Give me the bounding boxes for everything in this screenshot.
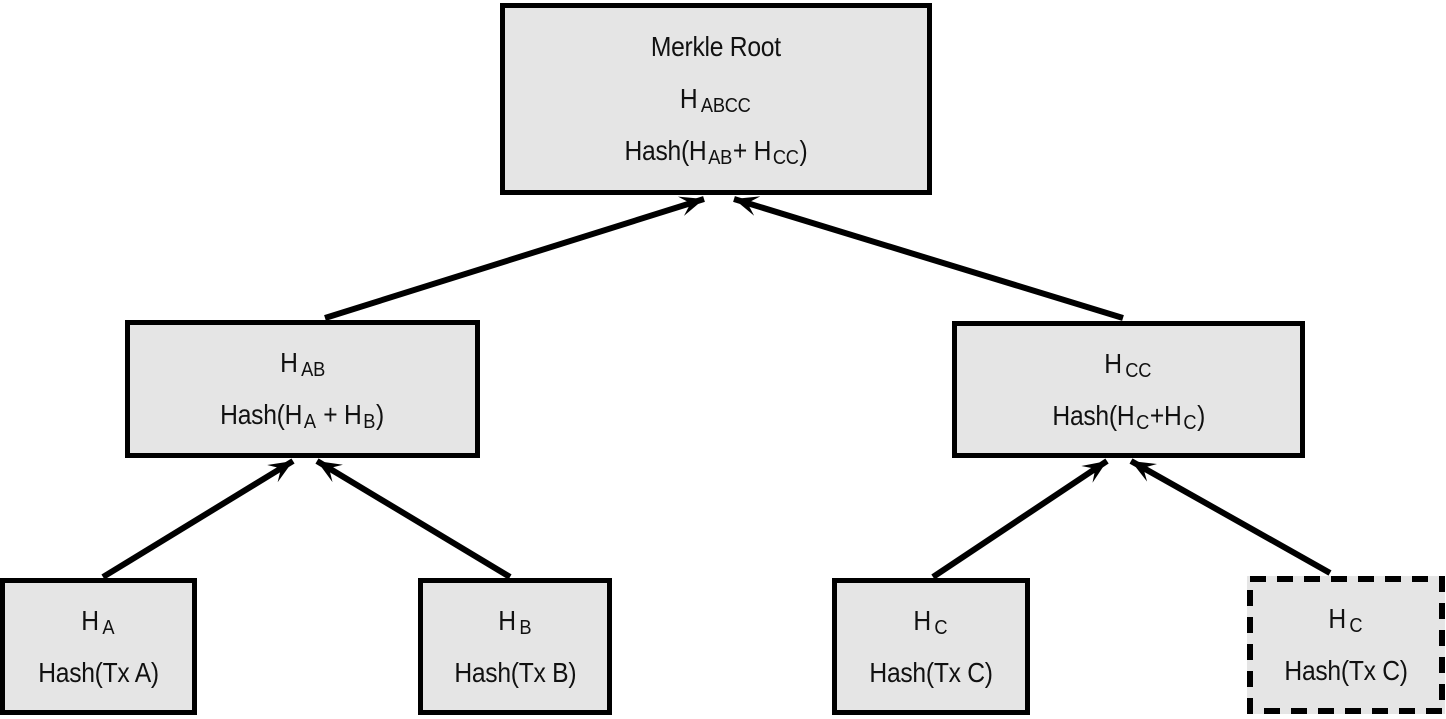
ha-formula: Hash(Tx A): [38, 656, 159, 688]
hb-formula: Hash(Tx B): [454, 656, 576, 688]
arrow-ha-to-hab: [101, 458, 295, 580]
arrow-hb-to-hab: [315, 458, 512, 580]
arrow-hcdup-to-hcc: [1129, 458, 1332, 576]
hcc-formula: Hash(HC+HC): [1052, 399, 1205, 434]
merkle-root-formula: Hash(HAB+ HCC): [624, 135, 808, 170]
hab-formula: Hash(HA + HB): [220, 399, 385, 434]
arrow-hab-to-root: [324, 196, 705, 321]
arrow-hcc-to-root: [733, 196, 1124, 321]
hc-duplicate-formula: Hash(Tx C): [1284, 655, 1408, 686]
hc-formula: Hash(Tx C): [869, 656, 993, 688]
merkle-root-caption: Merkle Root: [651, 31, 781, 62]
arrow-hc-to-hcc: [931, 458, 1109, 580]
